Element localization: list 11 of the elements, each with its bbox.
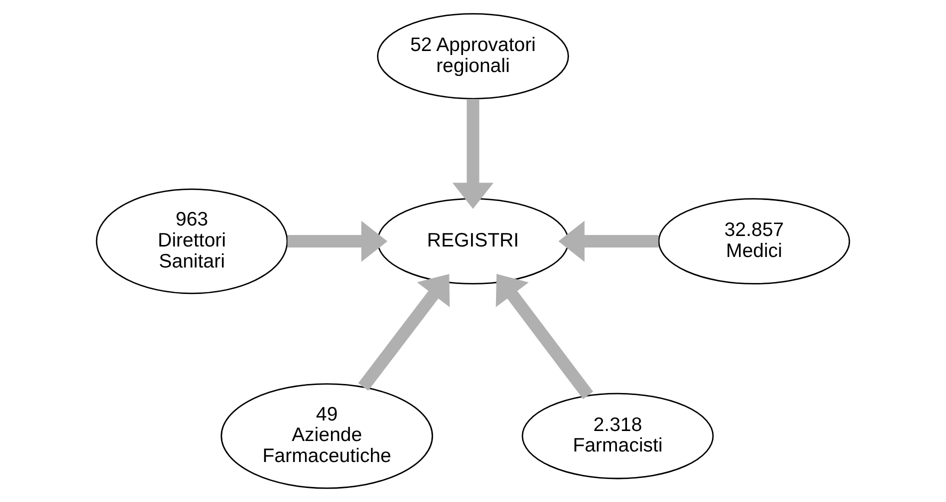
node-ellipse: REGISTRI <box>376 198 570 284</box>
arrow <box>358 274 450 391</box>
node-ellipse: 52 Approvatori regionali <box>376 13 570 100</box>
arrow <box>558 220 658 262</box>
arrow <box>287 220 388 262</box>
node-ellipse: 963 Direttori Sanitari <box>96 188 288 294</box>
arrow <box>496 274 594 400</box>
node-ellipse: 49 Aziende Farmaceutiche <box>220 383 434 489</box>
node-ellipse: 2.318 Farmacisti <box>522 392 714 480</box>
arrow <box>452 98 494 209</box>
node-ellipse: 32.857 Medici <box>658 198 850 284</box>
